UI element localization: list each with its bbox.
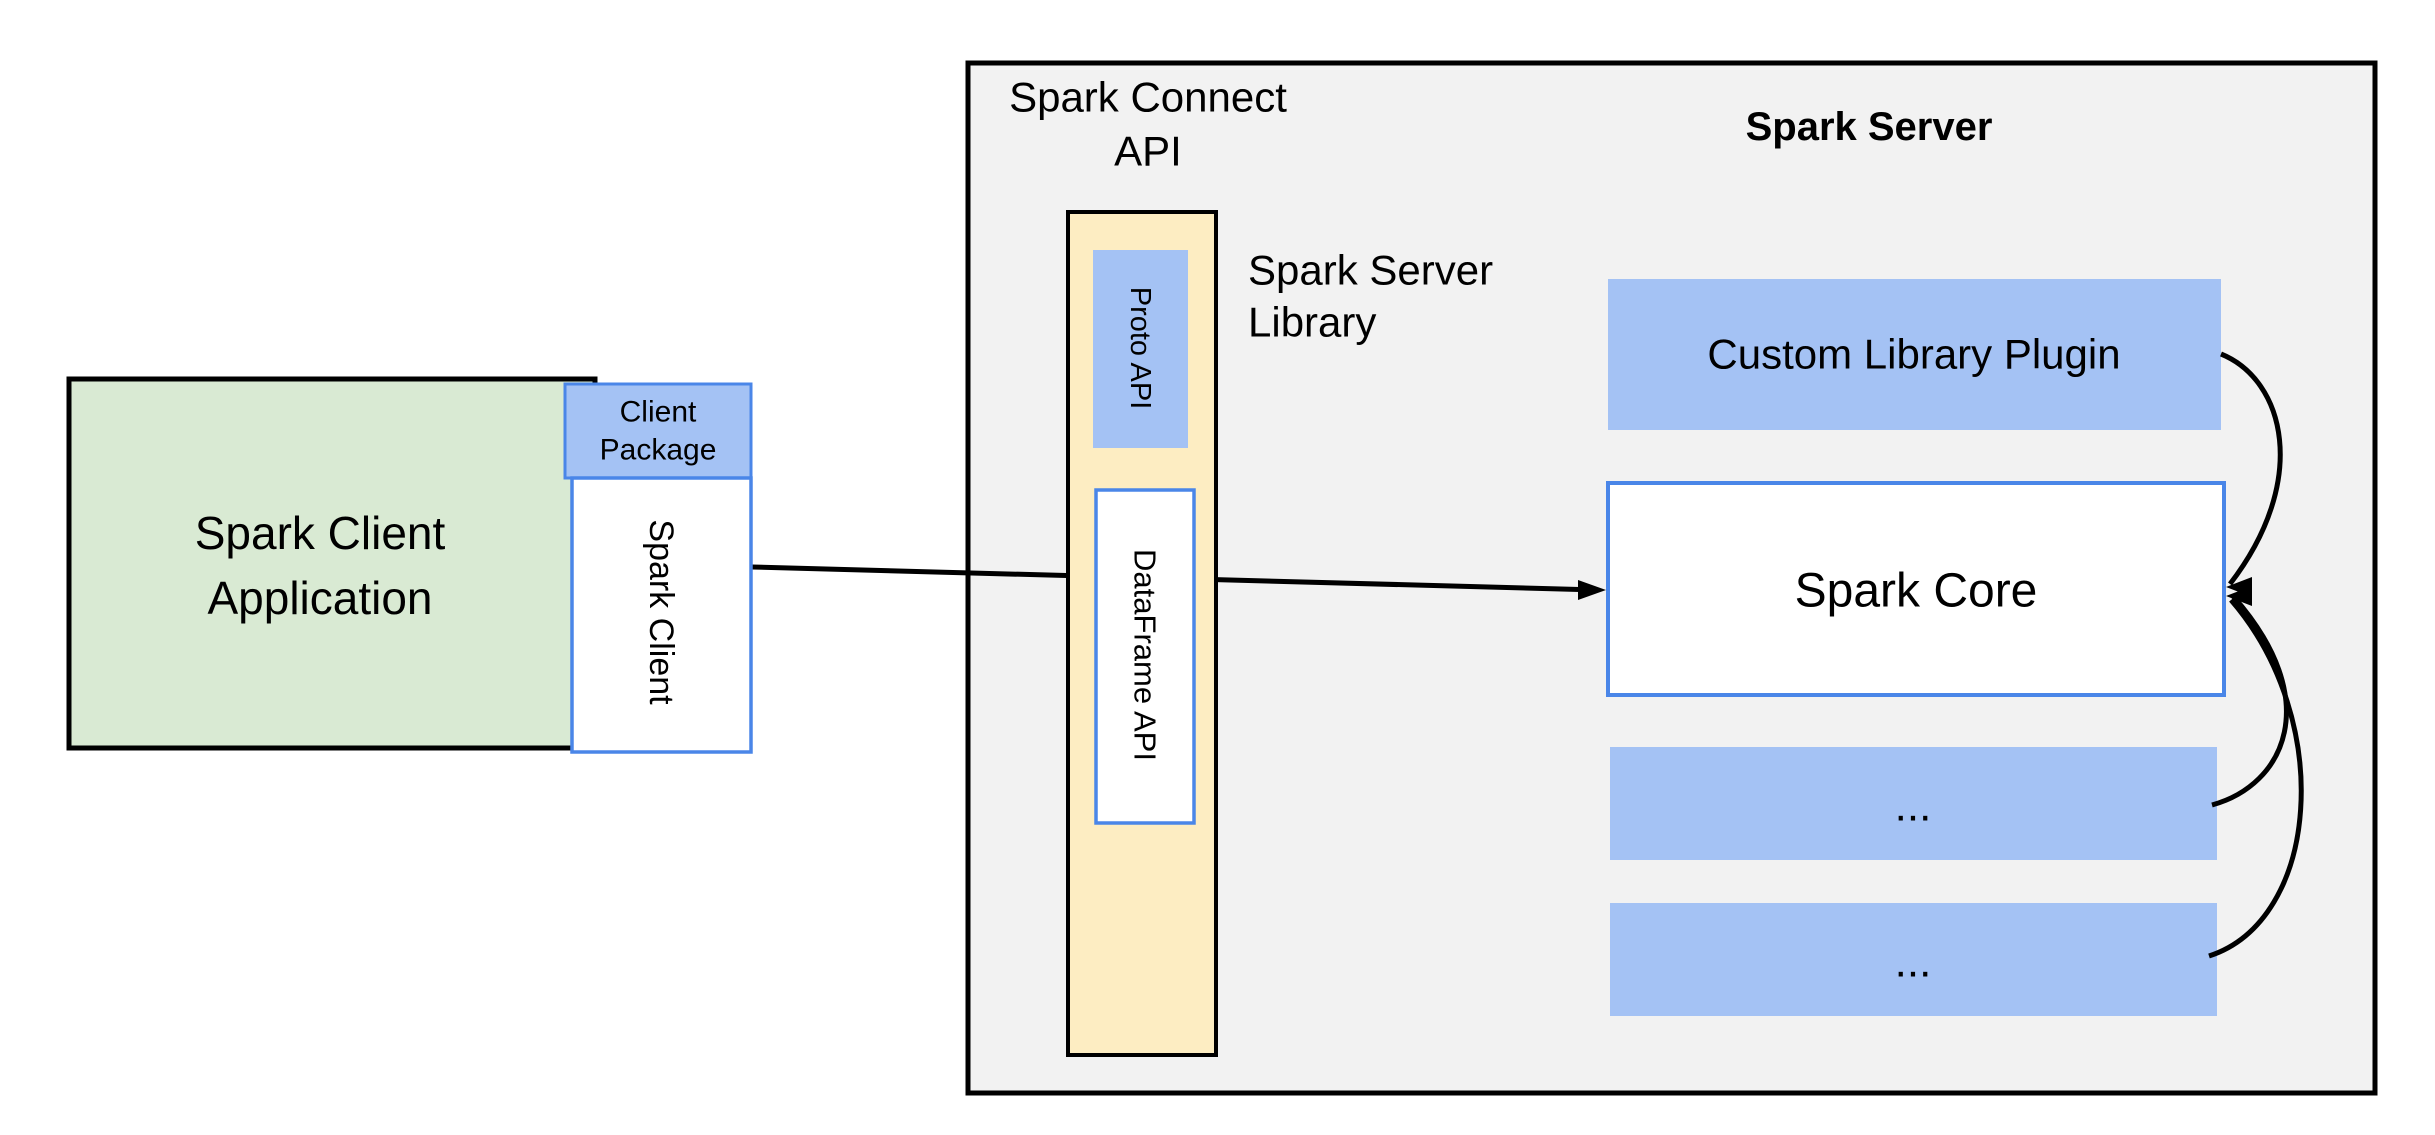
spark-client-application-label-line1: Spark Client bbox=[195, 507, 446, 559]
ellipsis-bottom-to-core-curve bbox=[2208, 598, 2304, 959]
spark-connect-api-label-line2: API bbox=[1114, 128, 1182, 175]
client-package-label-line1: Client bbox=[620, 396, 697, 429]
custom-plugin-to-core-curve bbox=[2220, 351, 2283, 586]
client-package-box bbox=[563, 382, 753, 480]
spark-server-library-label-line2: Library bbox=[1248, 299, 1376, 346]
spark-client-box bbox=[570, 476, 753, 754]
custom-library-plugin-box bbox=[1608, 279, 2221, 430]
client-to-core-arrowhead-icon bbox=[1578, 580, 1606, 600]
plugin-ellipsis-top-label: ... bbox=[1895, 782, 1932, 831]
core-right-arrowhead-lower-icon bbox=[2226, 586, 2252, 606]
spark-server-library-label-line1: Spark Server bbox=[1248, 247, 1493, 294]
dataframe-api-box bbox=[1094, 488, 1196, 825]
plugin-ellipsis-box-top bbox=[1610, 747, 2217, 860]
spark-connect-api-label-line1: Spark Connect bbox=[1009, 74, 1287, 121]
dataframe-api-label: DataFrame API bbox=[1128, 549, 1163, 761]
plugin-ellipsis-bottom-label: ... bbox=[1895, 938, 1932, 987]
spark-core-label: Spark Core bbox=[1795, 565, 2038, 618]
custom-library-plugin-label: Custom Library Plugin bbox=[1707, 331, 2120, 378]
spark-client-application-box bbox=[66, 376, 598, 751]
spark-client-application-label-line2: Application bbox=[207, 572, 432, 624]
proto-api-label: Proto API bbox=[1124, 287, 1156, 410]
spark-server-title: Spark Server bbox=[1746, 105, 1993, 149]
proto-api-box bbox=[1093, 250, 1188, 448]
spark-client-label: Spark Client bbox=[642, 519, 680, 705]
spark-core-box bbox=[1606, 481, 2226, 697]
ellipsis-top-to-core-curve bbox=[2211, 594, 2289, 808]
plugin-ellipsis-box-bottom bbox=[1610, 903, 2217, 1016]
client-package-label-line2: Package bbox=[600, 434, 717, 467]
